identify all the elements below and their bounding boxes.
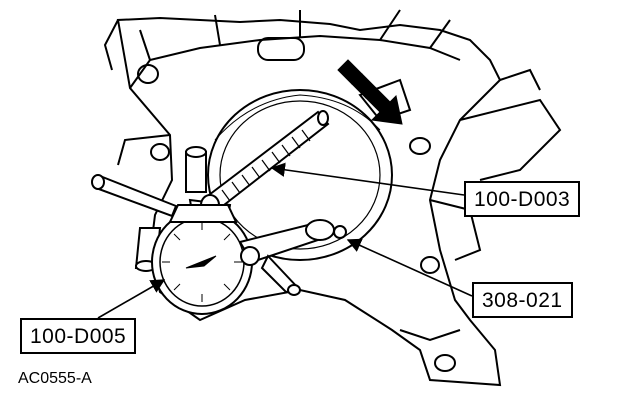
leader-100-D003	[270, 162, 465, 196]
indicator-bracket	[238, 219, 347, 296]
callout-308-021: 308-021	[472, 282, 573, 318]
indicator-holder-rod	[200, 110, 330, 216]
direction-arrow	[337, 59, 403, 125]
callout-100-D003: 100-D003	[464, 181, 581, 217]
callout-100-D005: 100-D005	[20, 318, 137, 354]
leader-lines	[97, 162, 473, 319]
dial-indicator	[151, 204, 253, 315]
case-bore	[207, 89, 393, 261]
leader-100-D005	[97, 279, 166, 319]
leader-308-021	[346, 238, 473, 297]
figure-code: AC0555-A	[18, 370, 92, 387]
